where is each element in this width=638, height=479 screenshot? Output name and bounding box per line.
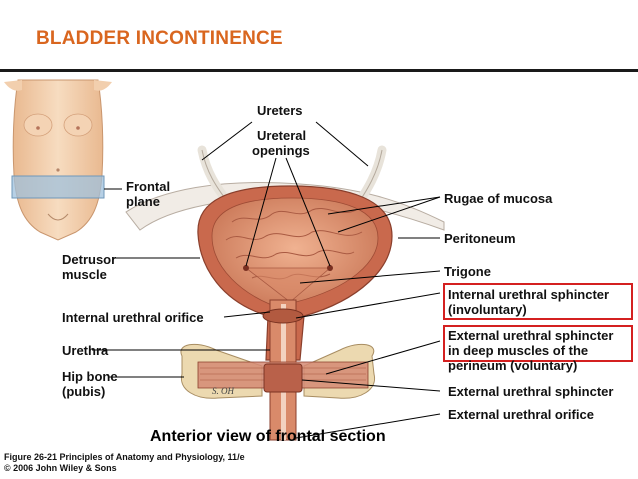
view-caption: Anterior view of frontal section — [150, 428, 386, 445]
title-divider — [0, 69, 638, 72]
label-detrusor-line2: muscle — [62, 267, 107, 282]
label-hip-bone-line2: (pubis) — [62, 384, 106, 399]
trigone — [244, 267, 332, 303]
artist-signature: S. OH — [212, 386, 234, 396]
label-peritoneum: Peritoneum — [444, 231, 516, 246]
label-external-sphincter: External urethral sphincter — [448, 384, 614, 399]
right-ureteral-opening — [327, 265, 333, 271]
highlight-external-sphincter-deep — [443, 325, 633, 362]
torso-figure — [4, 79, 112, 241]
frontal-plane-box — [11, 175, 105, 199]
label-trigone: Trigone — [444, 264, 491, 279]
label-hip-bone-line1: Hip bone — [62, 369, 118, 384]
label-frontal-plane-line2: plane — [126, 194, 160, 209]
left-ureteral-opening — [243, 265, 249, 271]
label-ureteral-openings-line1: Ureteral — [257, 128, 307, 143]
highlight-internal-sphincter — [443, 283, 633, 320]
label-ext-sphincter-deep-line3: perineum (voluntary) — [448, 358, 578, 373]
label-ext-sphincter-deep-line1: External urethral sphincter — [448, 328, 614, 343]
label-ext-sphincter-deep-line2: in deep muscles of the — [448, 343, 589, 358]
figure-caption-line1: Figure 26-21 Principles of Anatomy and P… — [4, 452, 245, 462]
internal-sphincter — [262, 308, 304, 324]
label-ureteral-openings-line2: openings — [252, 143, 310, 158]
label-external-orifice: External urethral orifice — [448, 407, 594, 422]
label-rugae: Rugae of mucosa — [444, 191, 553, 206]
copyright-line: © 2006 John Wiley & Sons — [4, 463, 117, 473]
slide-title: BLADDER INCONTINENCE — [36, 28, 283, 49]
external-sphincter — [263, 363, 303, 393]
label-ureters: Ureters — [257, 103, 303, 118]
label-internal-orifice: Internal urethral orifice — [62, 310, 204, 325]
leader-lines — [92, 121, 441, 439]
label-internal-sphincter-line1: Internal urethral sphincter — [448, 287, 610, 302]
figure-caption: Figure 26-21 Principles of Anatomy and P… — [4, 452, 245, 474]
label-detrusor-line1: Detrusor — [62, 252, 117, 267]
label-urethra: Urethra — [62, 343, 109, 358]
label-frontal-plane-line1: Frontal — [126, 179, 171, 194]
label-internal-sphincter-line2: (involuntary) — [448, 302, 527, 317]
